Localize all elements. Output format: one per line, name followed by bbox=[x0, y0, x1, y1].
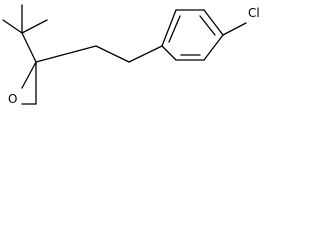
bond-benzene-to-chlorine bbox=[222, 22, 247, 36]
bond-tert-butyl-to-ring-carbon bbox=[21, 32, 37, 63]
ring-bond-4 bbox=[203, 9, 224, 36]
tert-butyl-group bbox=[2, 4, 48, 63]
chlorine-atom-label: Cl bbox=[248, 6, 260, 20]
ethyl-linker bbox=[35, 45, 163, 63]
chemical-structure-diagram: O Cl bbox=[2, 4, 260, 106]
bond-methylene-to-benzene bbox=[128, 45, 163, 63]
chloro-substituent: Cl bbox=[222, 6, 260, 36]
oxygen-atom-label: O bbox=[8, 92, 17, 106]
ring-bond-6 bbox=[161, 9, 177, 47]
bond-ring-carbon-to-methylene bbox=[35, 45, 97, 63]
ring-bond-3 bbox=[203, 34, 224, 61]
ring-bond-1 bbox=[161, 45, 177, 61]
bond-quaternary-carbon-to-methyl-left bbox=[2, 19, 23, 34]
ring-double-bond-inner-left bbox=[168, 15, 181, 43]
epoxide-ring: O bbox=[8, 61, 37, 106]
bond-ring-carbon-to-oxygen bbox=[21, 61, 37, 89]
bond-methylene-to-methylene bbox=[95, 45, 130, 63]
benzene-ring bbox=[161, 9, 224, 61]
ring-double-bond-inner-right bbox=[199, 15, 216, 36]
bond-quaternary-carbon-to-methyl-right bbox=[21, 19, 48, 34]
